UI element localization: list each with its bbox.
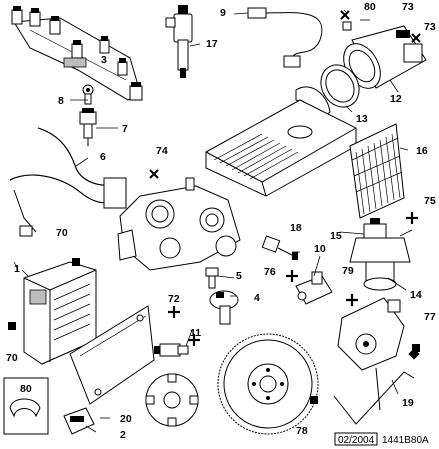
callout-12: 12 <box>390 93 402 105</box>
callout-73-top: 73 <box>402 1 414 13</box>
callout-70-left: 70 <box>6 352 18 364</box>
callout-3: 3 <box>101 54 107 66</box>
pedal-sensor-part <box>337 297 405 371</box>
banjo-bolt-part <box>82 84 94 105</box>
callout-20: 20 <box>120 413 132 425</box>
callout-13: 13 <box>356 113 368 125</box>
open-square-marker <box>342 21 352 31</box>
seal-ring-part <box>320 64 360 108</box>
callout-75: 75 <box>424 195 436 207</box>
callout-18: 18 <box>290 222 302 234</box>
callout-4: 4 <box>254 292 260 304</box>
callout-1: 1 <box>14 263 20 275</box>
footer: 02/2004 1441B80A <box>334 432 429 446</box>
cross-marker-group <box>149 10 421 179</box>
engine-cover-part <box>205 86 357 197</box>
egr-pipe-part <box>9 127 127 237</box>
callout-14: 14 <box>410 289 422 301</box>
callout-77: 77 <box>424 311 436 323</box>
callout-5: 5 <box>236 270 242 282</box>
pressure-sensor-part <box>79 108 97 146</box>
footer-reference: 1441B80A <box>382 435 429 446</box>
callout-7: 7 <box>122 123 128 135</box>
clip-inset-box <box>3 377 49 435</box>
callout-group: 1 2 3 4 5 6 7 8 9 10 11 12 13 14 15 16 1… <box>6 1 436 441</box>
callout-9: 9 <box>220 7 226 19</box>
callout-78: 78 <box>296 425 308 437</box>
callout-16: 16 <box>416 145 428 157</box>
footer-date: 02/2004 <box>338 435 375 446</box>
callout-70-top: 70 <box>56 227 68 239</box>
fuel-rail-part <box>11 6 143 101</box>
flywheel-part <box>217 333 319 435</box>
regulator-part <box>154 343 189 357</box>
wiring-harness-part <box>247 7 323 68</box>
connector-part <box>63 407 95 435</box>
air-filter-part <box>349 123 405 219</box>
plus-marker-group <box>168 212 418 346</box>
callout-19: 19 <box>402 397 414 409</box>
callout-11: 11 <box>190 327 201 339</box>
crankshaft-sensor-part <box>209 290 239 325</box>
callout-6: 6 <box>100 151 106 163</box>
callout-76: 76 <box>264 266 276 278</box>
injector-part <box>165 5 193 78</box>
leader-lines <box>13 9 413 433</box>
callout-72: 72 <box>168 293 180 305</box>
ecu-cover-part <box>69 305 155 405</box>
callout-15: 15 <box>330 230 342 242</box>
bolt-part <box>205 267 219 289</box>
temperature-sensor-part <box>261 235 298 260</box>
square-marker-group <box>8 258 420 404</box>
camshaft-sensor-part <box>295 271 333 305</box>
callout-10: 10 <box>314 243 326 255</box>
egr-valve-part <box>349 218 411 291</box>
callout-17: 17 <box>206 38 218 50</box>
callout-2: 2 <box>120 429 126 441</box>
callout-73-right: 73 <box>424 21 436 33</box>
ecu-part <box>23 261 97 365</box>
thermostat-housing-part <box>117 177 241 271</box>
callout-74: 74 <box>156 145 168 157</box>
callout-80-inset: 80 <box>20 383 32 395</box>
callout-8: 8 <box>58 95 64 107</box>
callout-79: 79 <box>342 265 354 277</box>
target-wheel-part <box>145 373 199 427</box>
callout-80-top: 80 <box>364 1 376 13</box>
